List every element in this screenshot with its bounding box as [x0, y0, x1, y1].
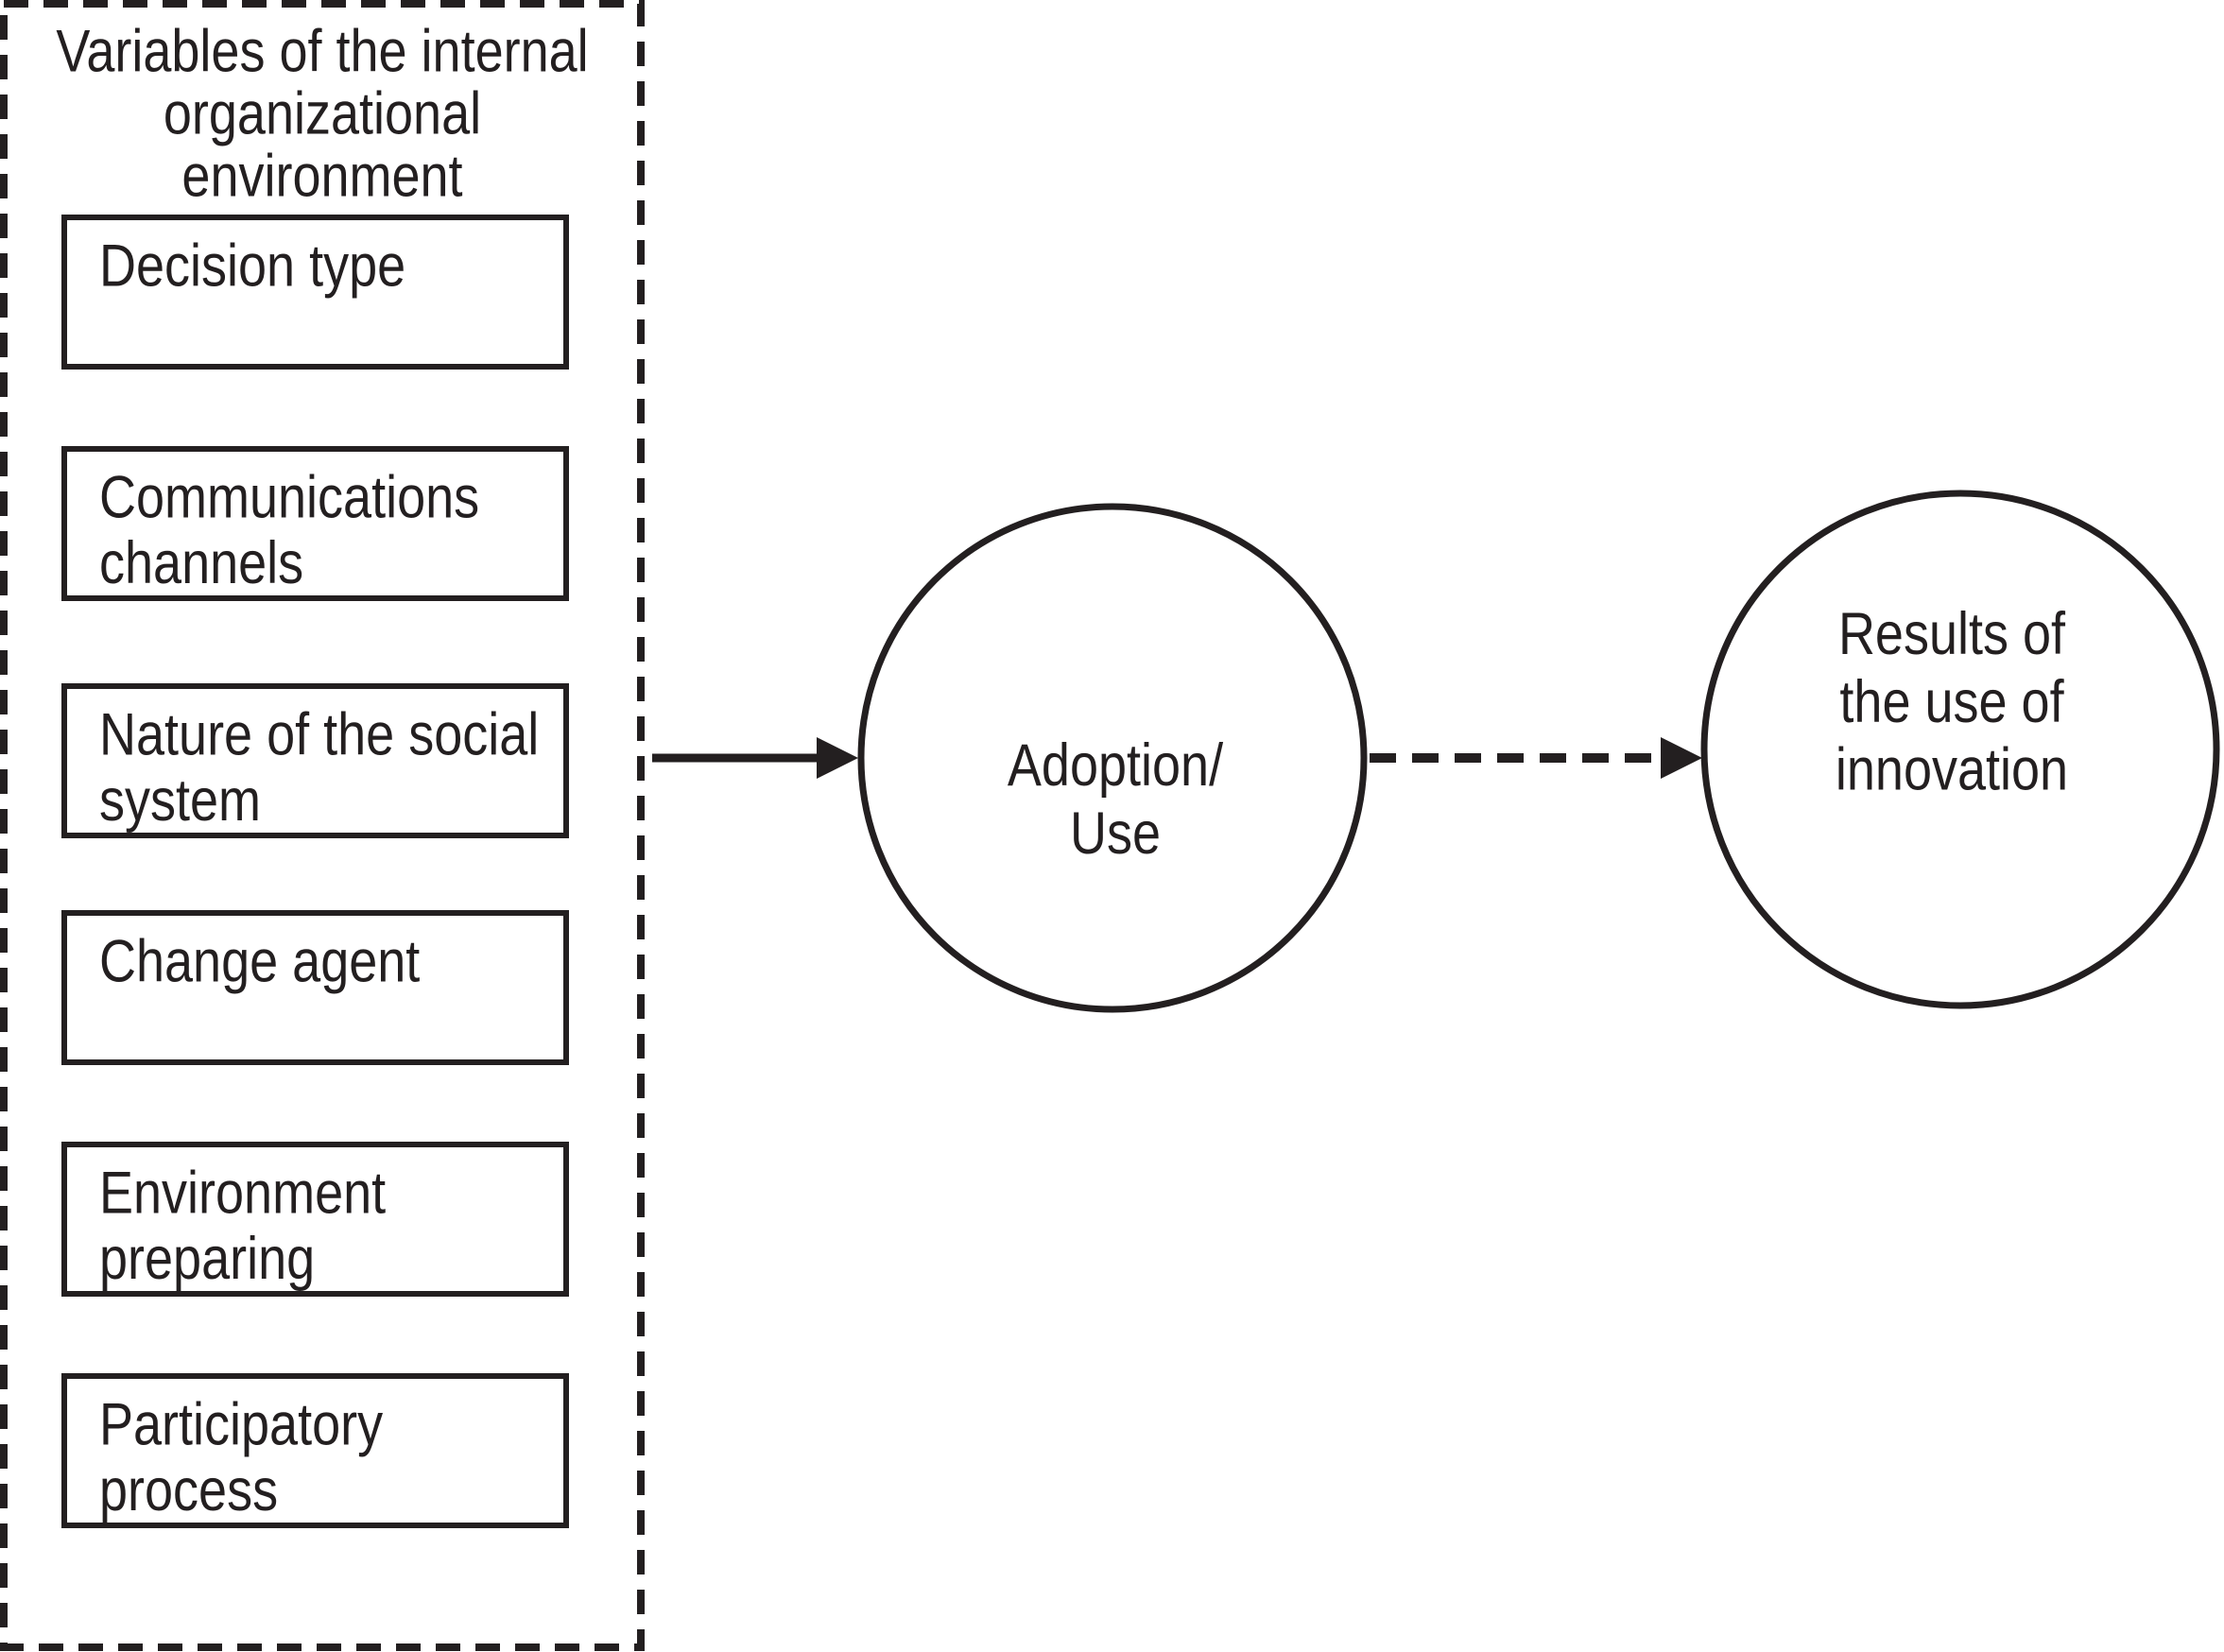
text-line: Decision type — [99, 232, 406, 300]
text-line: the use of — [1839, 669, 2064, 735]
adoption-use-label: Adoption/Use — [879, 731, 1352, 868]
text-line: Variables of the internal — [56, 18, 589, 85]
box-change-agent: Change agent — [61, 910, 569, 1065]
results-circle — [1700, 490, 2220, 1009]
box-label: Decision type — [67, 220, 563, 300]
text-line: environment — [181, 143, 463, 210]
text-line: Participatory — [99, 1391, 384, 1458]
text-line: Use — [1069, 800, 1162, 867]
internal-environment-dashed-border — [0, 0, 645, 1651]
adoption-use-circle — [857, 503, 1368, 1013]
text-line: innovation — [1835, 737, 2069, 803]
box-label: Change agent — [67, 916, 563, 995]
text-line: preparing — [99, 1226, 316, 1293]
text-line: system — [99, 767, 262, 835]
dashed-arrowhead-icon — [1661, 737, 1702, 779]
text-line: Communications — [99, 464, 480, 531]
text-line: Nature of the social — [99, 701, 540, 768]
text-line: Environment — [99, 1160, 387, 1227]
box-decision-type: Decision type — [61, 215, 569, 370]
text-line: Adoption/ — [1007, 732, 1224, 799]
solid-arrowhead-icon — [817, 737, 858, 779]
text-line: process — [99, 1457, 279, 1524]
text-line: organizational — [163, 80, 482, 147]
text-line: channels — [99, 530, 304, 597]
text-line: Change agent — [99, 928, 421, 995]
text-line: Results of — [1837, 601, 2066, 667]
